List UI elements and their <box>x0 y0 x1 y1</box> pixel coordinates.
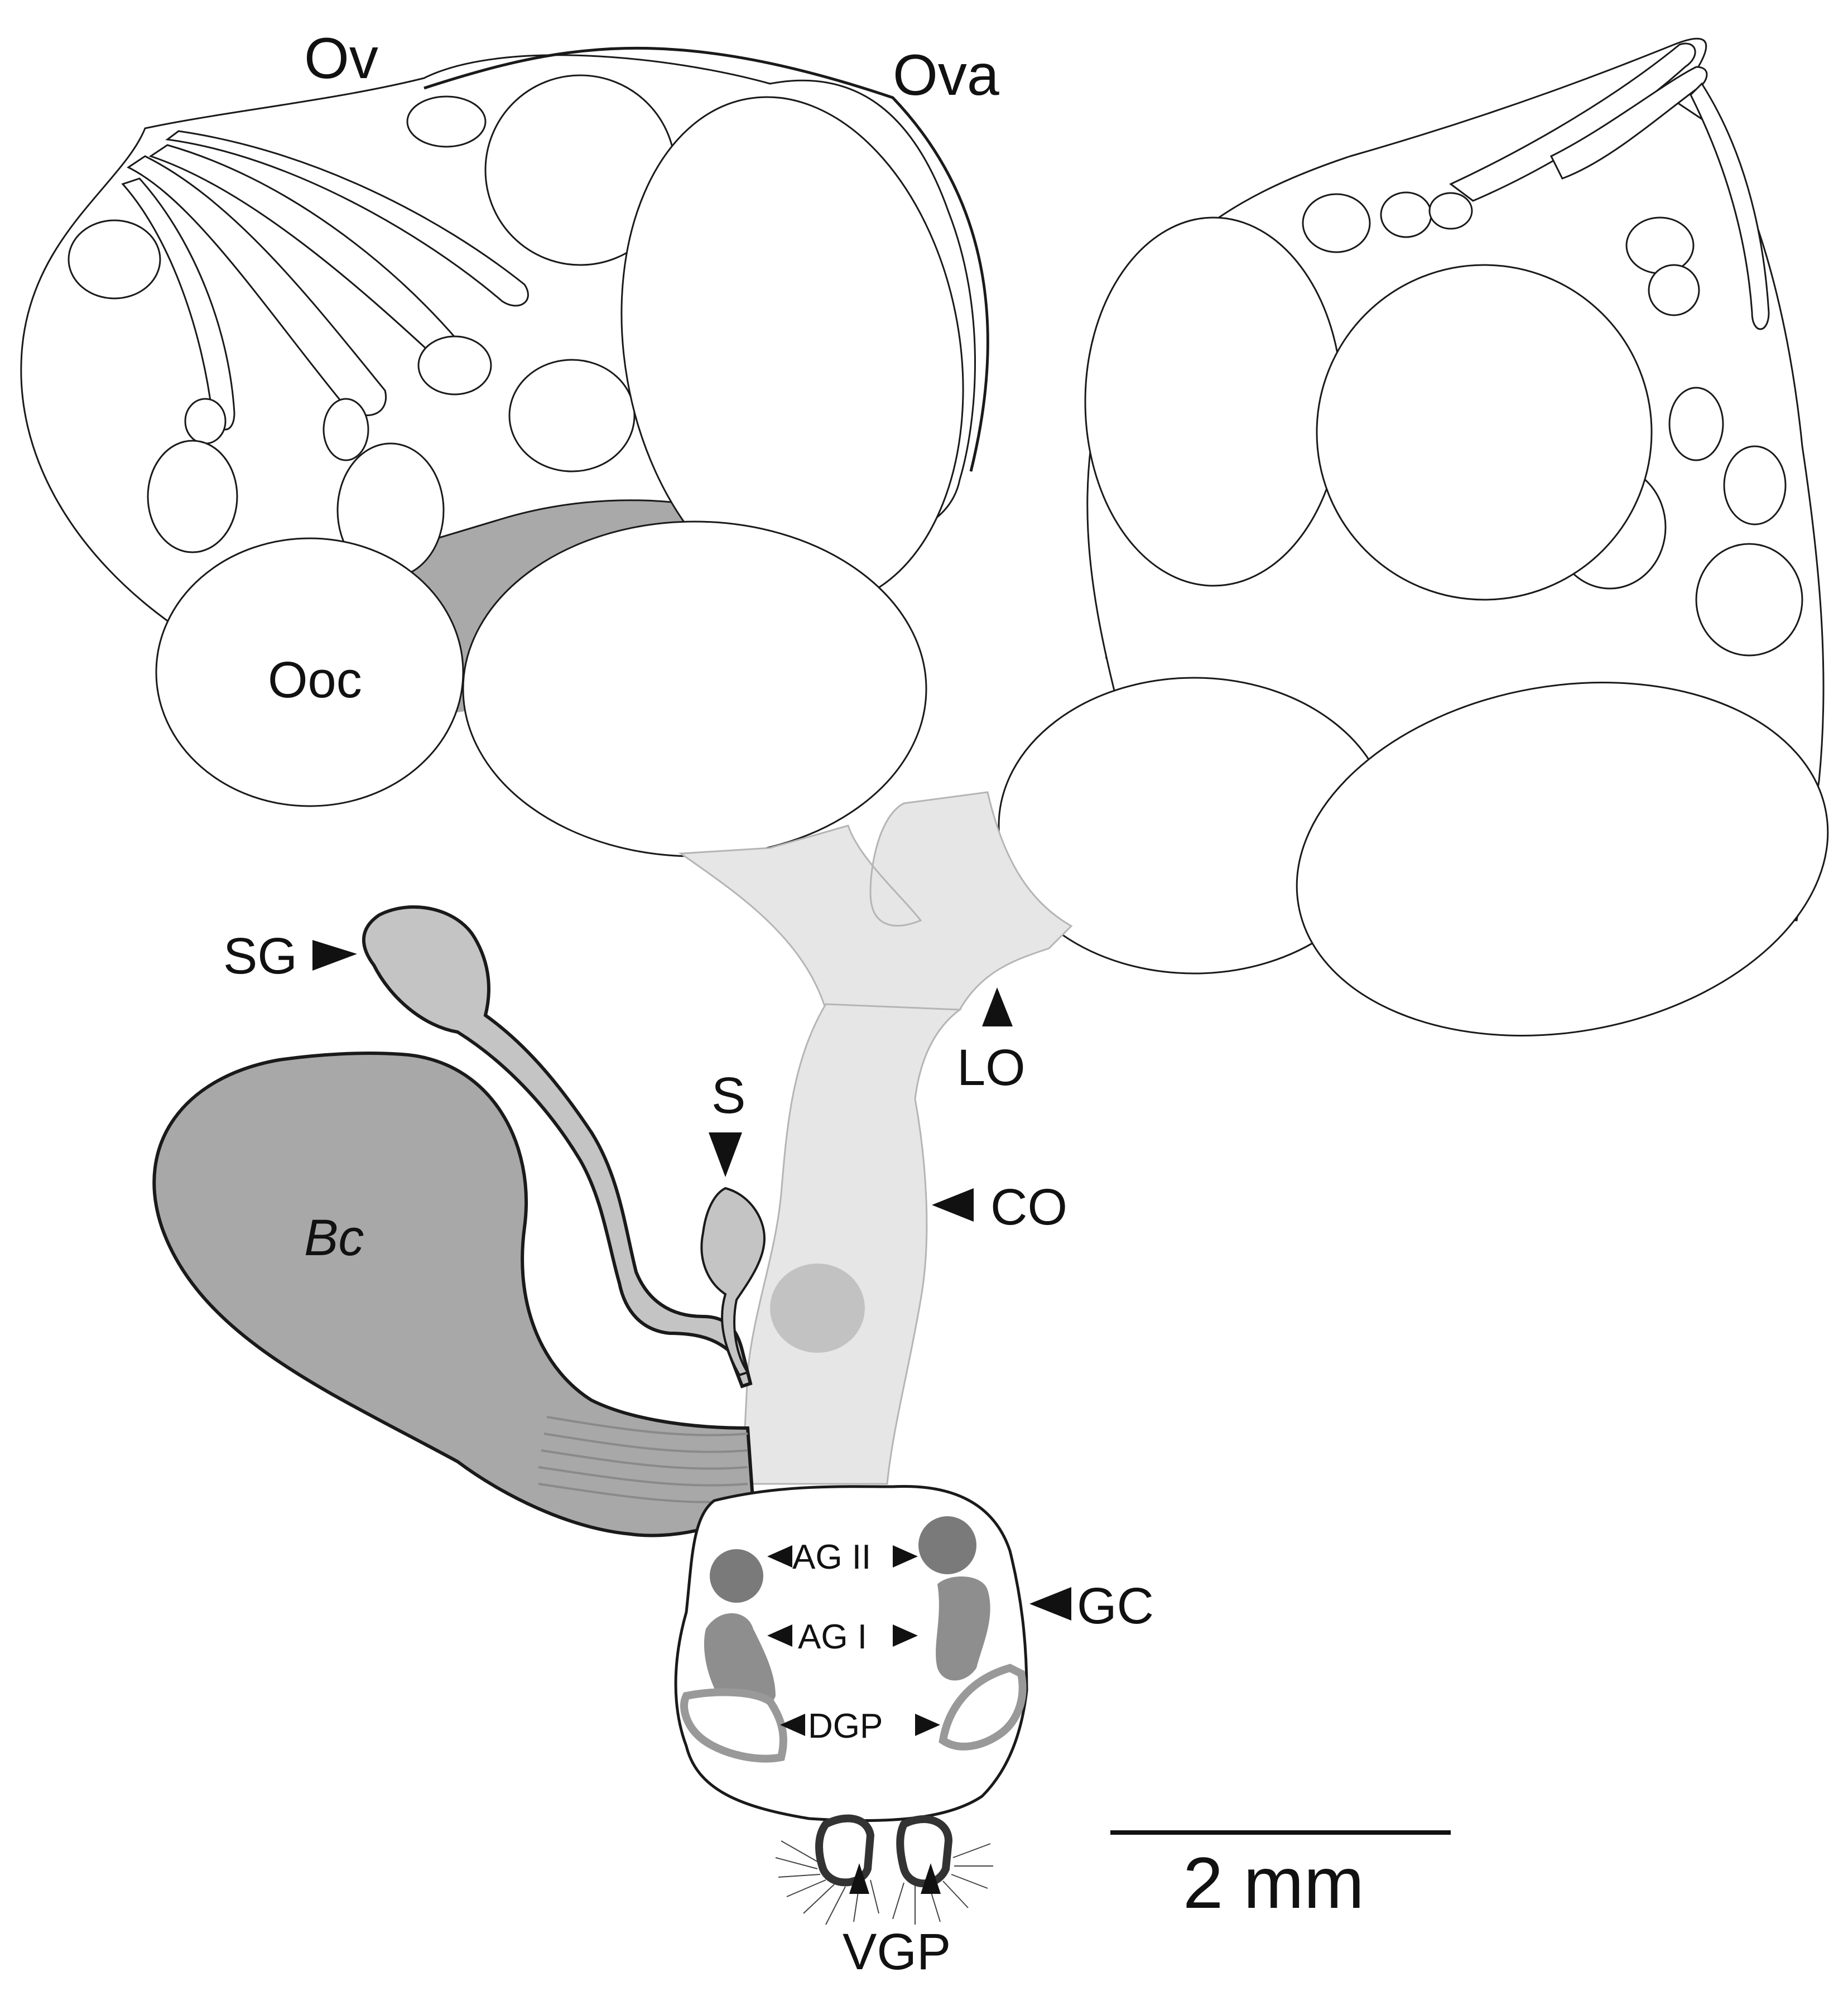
left-small-oocyte <box>417 335 492 396</box>
lateral-oviducts <box>678 791 1073 1011</box>
dorsal-genital-plate-right <box>939 1664 1027 1751</box>
label-spermathecal-gland: SG <box>223 928 297 985</box>
left-small-oocyte <box>508 359 636 472</box>
left-ovariole-strand <box>165 130 529 307</box>
right-small-oocyte <box>1302 193 1371 253</box>
left-small-oocyte <box>147 440 238 553</box>
right-small-oocyte <box>1648 264 1700 316</box>
label-oocyte: Ooc <box>268 652 362 708</box>
left-ovary <box>20 46 989 857</box>
arrowhead-up-icon <box>982 987 1013 1026</box>
arrowhead-left-icon <box>1029 1587 1071 1621</box>
right-small-oocyte <box>1380 191 1432 238</box>
right-ovariole-strand <box>1690 82 1770 330</box>
label-accessory-gland-2: AG II <box>792 1538 871 1576</box>
oviducts <box>678 791 1073 1485</box>
right-large-oocyte <box>1084 216 1343 587</box>
left-ovariole-strand <box>127 155 387 416</box>
right-small-oocyte <box>1723 445 1787 525</box>
ovary-membrane-line <box>424 46 989 472</box>
ventral-genital-plate-left <box>815 1814 875 1887</box>
right-small-oocyte <box>1695 543 1803 657</box>
arrowhead-right-icon <box>893 1545 918 1568</box>
right-ovariole-strand <box>1549 66 1708 180</box>
label-spermatheca: S <box>711 1067 745 1124</box>
genital-chamber-group <box>674 1484 1028 1925</box>
bursa-copulatrix-group <box>152 1052 755 1537</box>
arrowhead-left-icon <box>767 1624 792 1647</box>
left-small-oocyte <box>68 219 161 300</box>
left-ovariole-strand <box>121 177 235 431</box>
label-genital-chamber: GC <box>1077 1578 1154 1634</box>
arrowhead-down-icon <box>709 1132 742 1177</box>
scale-bar: 2 mm <box>1110 1830 1451 1923</box>
common-oviduct <box>741 1003 963 1485</box>
dorsal-genital-plate-left <box>680 1688 787 1763</box>
arrowhead-up-icon <box>849 1863 869 1894</box>
label-ventral-genital-plates: VGP <box>843 1923 951 1980</box>
accessory-gland-1-left <box>704 1613 776 1713</box>
right-large-oocyte <box>1316 264 1653 601</box>
left-small-oocyte <box>184 398 227 445</box>
arrowhead-left-icon <box>932 1188 974 1222</box>
label-common-oviduct: CO <box>990 1179 1067 1236</box>
arrowhead-left-icon <box>767 1545 792 1568</box>
oviduct-shaded-spot <box>770 1264 865 1353</box>
vgp-bristles <box>775 1840 993 1925</box>
label-lateral-oviduct: LO <box>957 1039 1026 1096</box>
spermatheca <box>700 1187 766 1377</box>
accessory-gland-1-right <box>936 1576 990 1681</box>
spermathecal-gland <box>362 905 753 1388</box>
left-large-oocyte <box>462 520 927 857</box>
label-accessory-gland-1: AG I <box>798 1618 867 1656</box>
bursa-copulatrix <box>152 1052 755 1537</box>
arrowhead-right-icon <box>312 940 357 971</box>
right-small-oocyte <box>1428 192 1473 230</box>
right-small-oocyte <box>1668 387 1724 461</box>
ventral-genital-plate-right <box>896 1815 953 1888</box>
left-oocyte-ooc <box>155 537 464 807</box>
accessory-gland-2-right <box>918 1516 976 1574</box>
scale-bar-label: 2 mm <box>1183 1842 1364 1923</box>
label-dorsal-genital-plates: DGP <box>808 1707 883 1746</box>
left-small-oocyte <box>406 95 487 148</box>
right-large-oocyte <box>1296 682 1829 1036</box>
arrowhead-right-icon <box>915 1714 940 1736</box>
left-small-oocyte <box>323 398 369 461</box>
arrowhead-left-icon <box>780 1714 805 1736</box>
label-ovariole: Ov <box>304 26 378 91</box>
arrowhead-up-icon <box>921 1863 941 1894</box>
arrowhead-right-icon <box>893 1624 918 1647</box>
label-ovary: Ova <box>893 43 999 108</box>
accessory-gland-2-left <box>710 1549 763 1603</box>
spermathecal-gland-group <box>362 905 766 1388</box>
label-bursa-copulatrix: Bc <box>304 1209 364 1266</box>
right-small-oocyte <box>1625 216 1695 274</box>
labels: Ov Ova Ooc SG S LO CO Bc GC AG II AG I D… <box>223 26 1154 1980</box>
right-ovary <box>998 37 1829 1036</box>
ventral-genital-plates <box>775 1814 993 1925</box>
